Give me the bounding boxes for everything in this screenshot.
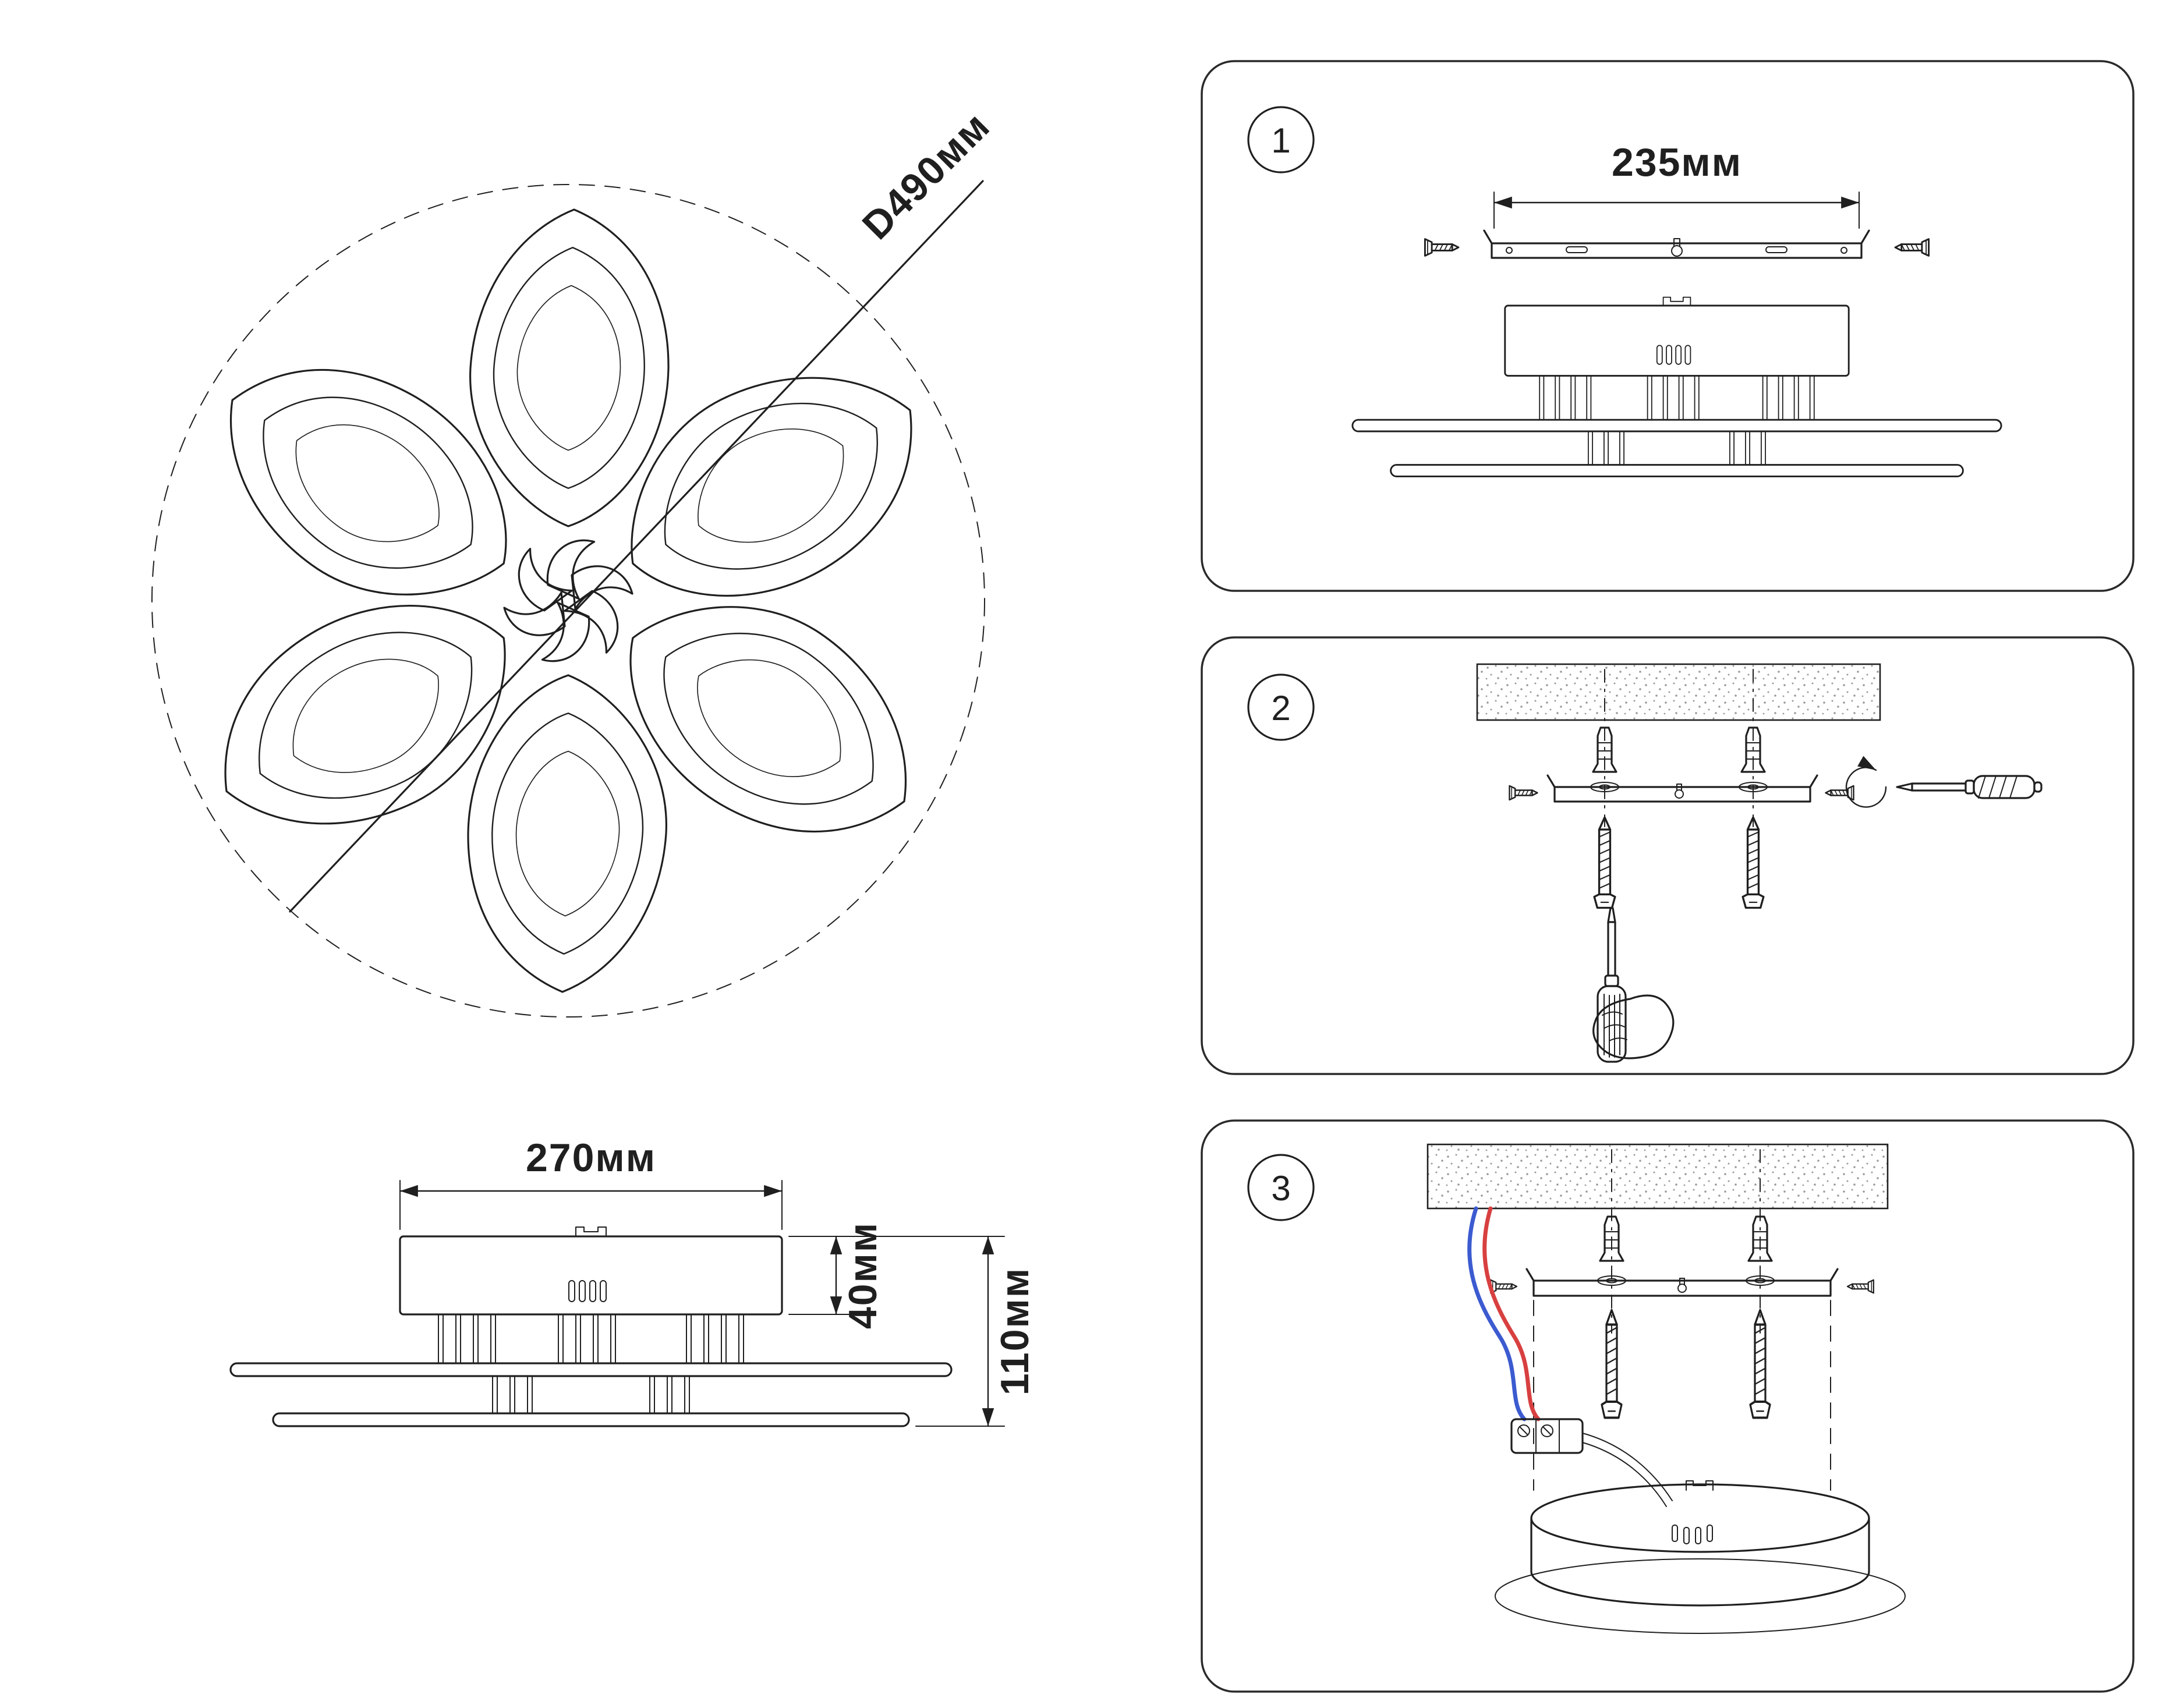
- step-3-number: 3: [1271, 1169, 1290, 1208]
- step-3-panel: 3: [1201, 1119, 2135, 1693]
- total-height-dim-label: 110мм: [993, 1267, 1037, 1395]
- side-screw-right-3: [1846, 1279, 1874, 1294]
- bracket-screw-right: [1894, 238, 1930, 257]
- body-height-dim-label: 40мм: [841, 1222, 885, 1329]
- wire-red: [1482, 1206, 1541, 1422]
- flower-center: [503, 539, 633, 662]
- step-3-border: [1201, 1119, 2135, 1693]
- step-2-panel: 2: [1201, 636, 2135, 1075]
- step-1-panel: 1 235мм: [1201, 60, 2135, 592]
- bracket-width-label: 235мм: [1612, 140, 1742, 185]
- lamp-leads: [1582, 1433, 1673, 1507]
- wire-blue: [1467, 1206, 1527, 1422]
- bracket-on-ceiling: [1546, 774, 1818, 803]
- body-height-extension-lines: [788, 1236, 1005, 1315]
- width-dim-label: 270мм: [526, 1136, 656, 1180]
- mounting-bracket: [1483, 229, 1870, 259]
- step-1-number-badge: [1247, 106, 1315, 173]
- step-1-border: [1201, 60, 2135, 592]
- bracket-extension-lines: [1493, 192, 1860, 229]
- hand: [1592, 994, 1675, 1059]
- mount-screw-left: [1593, 816, 1616, 909]
- step-1-lamp-side: [1351, 296, 2002, 477]
- step-2-number: 2: [1271, 689, 1290, 728]
- bracket-screw-left: [1424, 238, 1460, 257]
- bracket-installed: [1525, 1268, 1839, 1297]
- turn-arrow: [1845, 756, 1887, 808]
- diameter-label: D490мм: [854, 104, 999, 248]
- ceiling-surface-3: [1426, 1143, 1889, 1210]
- flower-top-view: [151, 184, 985, 1018]
- terminal-block: [1510, 1418, 1584, 1454]
- ceiling-surface: [1476, 663, 1881, 721]
- step-2-number-badge: [1247, 673, 1315, 741]
- step-1-number: 1: [1271, 121, 1290, 160]
- diameter-line: [289, 180, 984, 913]
- lamp-base: [1495, 1480, 1906, 1634]
- flower-petals: [178, 208, 958, 993]
- mount-screw-right: [1741, 816, 1765, 909]
- step-3-number-badge: [1247, 1154, 1315, 1221]
- side-screw-left-3: [1490, 1279, 1518, 1294]
- screwdriver-horizontal: [1896, 775, 2043, 799]
- lamp-side-view: 270мм 40мм 110мм: [229, 1136, 1037, 1427]
- width-extension-lines: [399, 1180, 783, 1230]
- side-screw-left: [1509, 785, 1538, 801]
- step-2-border: [1201, 636, 2135, 1075]
- outline-circle: [151, 184, 985, 1018]
